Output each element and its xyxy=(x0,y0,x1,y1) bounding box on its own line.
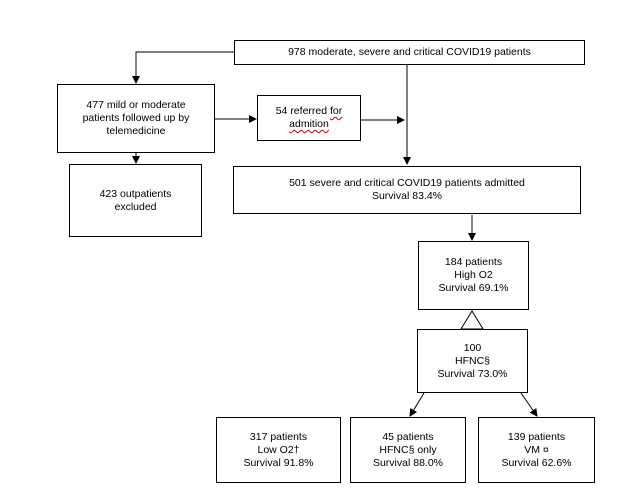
outpatients-line-1: 423 outpatients xyxy=(99,187,172,200)
high-o2-box: 184 patients High O2 Survival 69.1% xyxy=(418,241,529,310)
high-o2-line-3: Survival 69.1% xyxy=(438,282,509,294)
admitted-line-2: Survival 83.4% xyxy=(371,190,443,202)
vm-box: 139 patients VM ¤ Survival 62.6% xyxy=(478,417,595,483)
telemedicine-box: 477 mild or moderate patients followed u… xyxy=(57,84,215,153)
low-o2-line-3: Survival 91.8% xyxy=(243,456,314,469)
high-o2-line-2: High O2 xyxy=(454,269,493,281)
telemedicine-line-2: patients followed up by xyxy=(82,112,190,124)
low-o2-box: 317 patients Low O2† Survival 91.8% xyxy=(216,417,341,483)
vm-line-2: VM ¤ xyxy=(524,443,549,456)
referred-line-1-pre: 54 referred xyxy=(275,105,330,117)
arrow-hfnc-to-vm xyxy=(520,392,538,417)
hfnc-only-line-3: Survival 88.0% xyxy=(372,456,444,469)
telemedicine-line-3: telemedicine xyxy=(106,125,166,137)
hfnc-line-2: HFNC§ xyxy=(454,354,490,367)
vm-line-3: Survival 62.6% xyxy=(501,456,572,469)
outpatients-box: 423 outpatients excluded xyxy=(69,164,202,237)
hfnc-only-line-1: 45 patients xyxy=(382,430,434,443)
admitted-line-1: 501 severe and critical COVID19 patients… xyxy=(289,177,525,189)
referred-box: 54 referred for admition xyxy=(257,95,361,141)
hfnc-line-3: Survival 73.0% xyxy=(437,367,508,380)
low-o2-line-2: Low O2† xyxy=(257,443,300,456)
hfnc-box: 100 HFNC§ Survival 73.0% xyxy=(417,329,528,393)
high-o2-line-1: 184 patients xyxy=(444,256,503,268)
hfnc-only-line-2: HFNC§ only xyxy=(379,443,437,456)
total-patients-box: 978 moderate, severe and critical COVID1… xyxy=(234,40,585,65)
triangle-connector xyxy=(460,310,484,330)
telemedicine-line-1: 477 mild or moderate xyxy=(86,99,186,111)
hfnc-only-box: 45 patients HFNC§ only Survival 88.0% xyxy=(350,417,466,483)
arrow-hfnc-to-hfnc-only xyxy=(409,392,425,417)
admitted-box: 501 severe and critical COVID19 patients… xyxy=(233,166,581,214)
referred-line-1: 54 referred for xyxy=(276,105,343,118)
vm-line-1: 139 patients xyxy=(507,430,566,443)
outpatients-line-2: excluded xyxy=(114,200,157,213)
hfnc-line-1: 100 xyxy=(463,341,482,354)
low-o2-line-1: 317 patients xyxy=(249,430,308,443)
total-patients-text: 978 moderate, severe and critical COVID1… xyxy=(288,46,531,58)
referred-line-2: admition xyxy=(289,118,329,130)
referred-line-1-underlined: for xyxy=(330,105,343,117)
arrow-total-to-telemedicine xyxy=(132,51,234,84)
